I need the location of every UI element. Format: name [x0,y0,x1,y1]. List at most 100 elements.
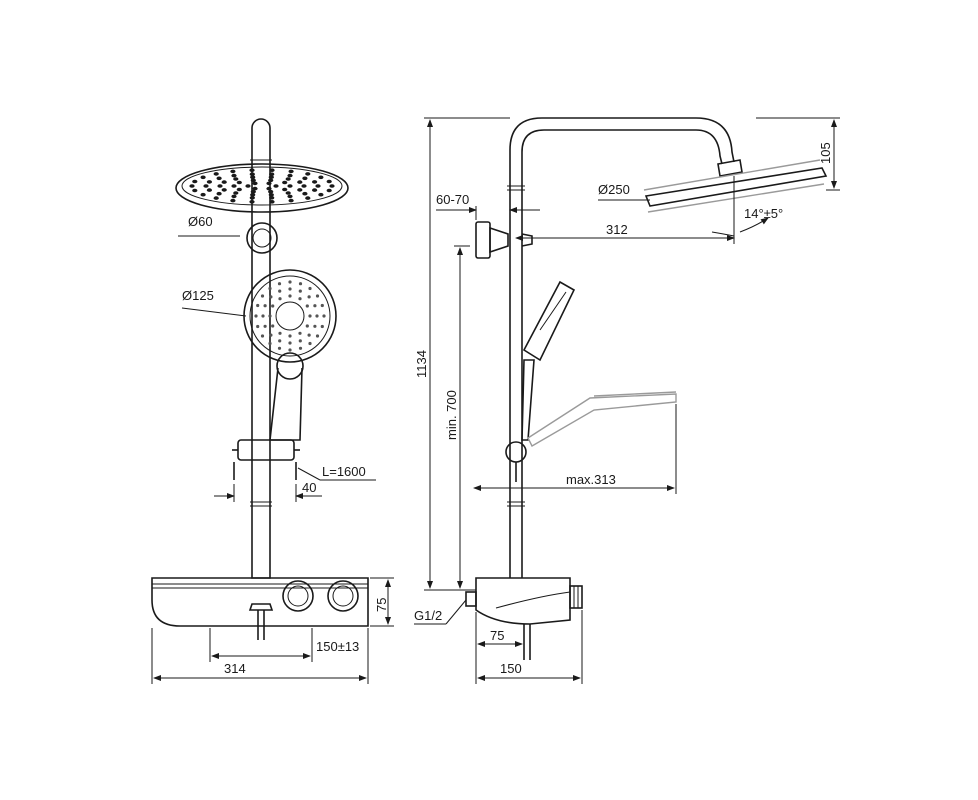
side-riser-and-arm [509,117,735,578]
slider-bracket-front [232,439,300,480]
nozzle-dot [192,188,198,193]
arm-joint-diameter-label: Ø60 [188,214,213,229]
nozzle-dot [297,188,303,192]
side-view: 1134 min. 700 60-70 312 Ø250 14°±5° 105 [414,117,840,684]
nozzle-dot [249,200,255,204]
hand-nozzle-dot [298,289,302,293]
hand-nozzle-dot [307,295,311,299]
hand-nozzle-dot [308,314,312,318]
nozzle-dot [213,196,219,200]
nozzle-dot [236,187,242,192]
arm-reach-label: 312 [606,222,628,237]
side-dimensions: 1134 min. 700 60-70 312 Ø250 14°±5° 105 [414,117,840,684]
hand-nozzle-dot [288,294,292,298]
nozzle-dot [312,180,318,184]
nozzle-dot [285,177,291,181]
front-view: Ø60 Ø125 L=1600 40 75 150±13 314 [151,118,394,684]
nozzle-dot [206,188,212,192]
nozzle-dot [273,184,279,188]
hand-nozzle-dot [271,324,275,328]
hand-nozzle-dot [256,324,260,329]
connection-size-label: G1/2 [414,608,442,623]
front-riser-rail [251,118,271,579]
front-dimensions: Ø60 Ø125 L=1600 40 75 150±13 314 [151,214,394,684]
nozzle-dot [221,180,227,184]
hand-nozzle-dot [269,295,273,299]
nozzle-dot [282,180,288,185]
hand-nozzle-dot [322,314,326,318]
hand-nozzle-dot [263,304,267,308]
hand-nozzle-dot [263,324,267,328]
nozzle-dot [233,191,239,195]
nozzle-dot [189,184,195,188]
hand-reach-label: max.313 [566,472,616,487]
hand-nozzle-dot [278,331,282,335]
shelf-depth-label: 150 [500,661,522,676]
hand-nozzle-dot [260,294,265,298]
nozzle-dot [233,177,239,181]
nozzle-dot [305,172,311,176]
hand-nozzle-dot [305,324,309,328]
hand-nozzle-dot [315,334,320,338]
nozzle-dot [203,184,209,188]
nozzle-dot [250,193,256,197]
nozzle-dot [252,186,258,191]
hand-shower-ghost [527,391,677,447]
nozzle-dot [231,173,237,178]
hand-nozzle-dot [298,297,302,301]
nozzle-dot [288,198,294,203]
nozzle-dot [288,169,294,174]
hand-shower-front [243,269,337,441]
nozzle-dot [192,179,198,184]
hose-length-label: L=1600 [322,464,366,479]
nozzle-dot [216,176,222,181]
nozzle-dot [269,168,275,172]
nozzle-dot [269,172,275,176]
nozzle-dot [231,194,237,199]
wall-bracket-label: 60-70 [436,192,469,207]
hand-nozzle-dot [308,341,312,346]
overhead-nozzles [189,168,335,204]
nozzle-dot [268,178,274,183]
nozzle-dot [250,175,256,179]
nozzle-dot [213,172,219,176]
hand-nozzle-dot [298,331,302,335]
hand-nozzle-dot [288,287,292,291]
hand-nozzle-dot [278,289,282,293]
nozzle-dot [287,173,293,178]
nozzle-dot [268,175,274,179]
hand-nozzle-dot [269,333,273,337]
nozzle-dot [268,189,274,194]
nozzle-dot [318,192,324,197]
hand-nozzle-dot [305,304,309,308]
nozzle-dot [318,175,324,180]
nozzle-dot [297,180,303,184]
nozzle-dot [315,184,321,188]
nozzle-dot [200,175,206,180]
total-height-label: 1134 [414,350,429,378]
hand-nozzle-dot [298,282,303,286]
nozzle-dot [312,188,318,192]
head-diameter-label: Ø250 [598,182,630,197]
nozzle-dot [287,184,293,188]
nozzle-dot [250,189,256,194]
hand-nozzle-dot [288,280,292,284]
nozzle-dot [282,187,288,192]
hand-nozzle-dot [298,346,303,350]
nozzle-dot [249,172,255,176]
nozzle-dot [252,181,258,186]
hand-shower-nozzles [254,280,326,352]
nozzle-dot [245,184,251,188]
nozzle-dot [206,180,212,184]
nozzle-dot [285,191,291,195]
nozzle-dot [287,194,293,199]
nozzle-dot [236,180,242,185]
shelf-width-label: 314 [224,661,246,676]
nozzle-dot [221,188,227,192]
nozzle-dot [269,200,275,204]
wall-bracket-side [475,221,533,259]
hand-shower-side [521,280,576,441]
nozzle-dot [231,184,237,188]
hand-nozzle-dot [278,297,282,301]
